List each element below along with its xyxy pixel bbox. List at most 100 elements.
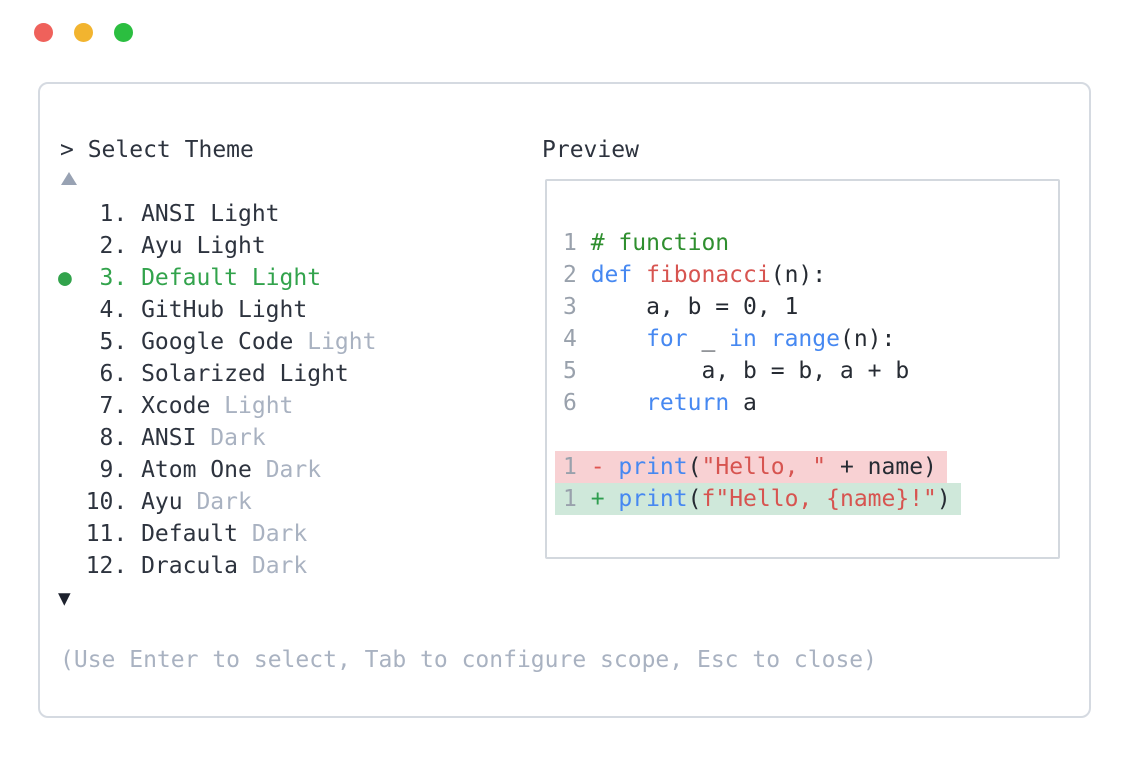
code-token: print xyxy=(618,486,688,512)
theme-list-item[interactable]: 2. Ayu Light xyxy=(58,230,376,262)
code-line-content: 1# function xyxy=(563,227,729,259)
window-zoom-button[interactable] xyxy=(114,23,133,42)
code-token: a, b = b, a + b xyxy=(590,358,910,384)
code-token: a xyxy=(729,390,757,416)
theme-item-variant: Dark xyxy=(265,457,322,483)
theme-list-item[interactable]: 8. ANSI Dark xyxy=(58,422,376,454)
code-token: (n): xyxy=(839,326,896,352)
theme-list-item[interactable]: ● 3. Default Light xyxy=(58,262,376,294)
theme-item-number: 5. xyxy=(99,329,128,355)
code-token: _ xyxy=(687,326,730,352)
theme-list-item[interactable]: 11. Default Dark xyxy=(58,518,376,550)
theme-list-item[interactable]: 5. Google Code Light xyxy=(58,326,377,358)
line-number: 3 xyxy=(563,294,577,320)
theme-item-number: 10. xyxy=(85,489,128,515)
code-token: a, b = 0, 1 xyxy=(590,294,799,320)
theme-item-number: 11. xyxy=(85,521,128,547)
theme-list-item[interactable]: 4. GitHub Light xyxy=(58,294,376,326)
select-theme-prompt: > Select Theme xyxy=(60,137,254,163)
code-token: - xyxy=(590,454,619,480)
line-number: 5 xyxy=(563,358,577,384)
theme-item-variant: Light xyxy=(307,329,377,355)
theme-list-item[interactable]: 1.ANSI Light xyxy=(58,198,376,230)
theme-list-item[interactable]: 10. Ayu Dark xyxy=(58,486,376,518)
code-token: ( xyxy=(687,454,702,480)
window-close-button[interactable] xyxy=(34,23,53,42)
code-token: range xyxy=(770,326,840,352)
theme-item-number: 8. xyxy=(99,425,128,451)
code-token xyxy=(632,262,646,288)
code-token: f"Hello, {name}!" xyxy=(701,486,937,512)
code-line-content: 3 a, b = 0, 1 xyxy=(563,291,798,323)
code-token: in xyxy=(729,326,757,352)
theme-item-name: Ayu Light xyxy=(141,233,266,259)
code-line-content: 1- print("Hello, " + name) xyxy=(555,451,947,483)
theme-item-name: Ayu xyxy=(141,489,183,515)
code-token xyxy=(757,326,771,352)
code-token: (n): xyxy=(770,262,827,288)
theme-item-name: Default xyxy=(141,521,238,547)
line-number: 4 xyxy=(563,326,577,352)
theme-selector-panel: > Select Theme 1.ANSI Light 2. Ayu Light ● 3… xyxy=(38,82,1091,718)
theme-item-variant: Dark xyxy=(196,489,252,515)
code-line: 1# function xyxy=(563,227,1058,259)
theme-item-name: ANSI Light xyxy=(141,201,280,227)
theme-list-item[interactable]: 9. Atom One Dark xyxy=(58,454,376,486)
code-line: 4 for _ in range(n): xyxy=(563,323,1058,355)
theme-item-name: Google Code xyxy=(141,329,294,355)
code-token: + name) xyxy=(826,454,937,480)
line-number: 1 xyxy=(563,454,577,480)
window-minimize-button[interactable] xyxy=(74,23,93,42)
code-token: + xyxy=(590,486,619,512)
code-token xyxy=(591,390,646,416)
theme-item-name: ANSI xyxy=(141,425,197,451)
code-line: 2 def fibonacci(n): xyxy=(563,259,1058,291)
code-line-content: 5 a, b = b, a + b xyxy=(563,355,909,387)
preview-label: Preview xyxy=(542,137,639,163)
theme-item-number: 7. xyxy=(99,393,128,419)
theme-item-name: GitHub Light xyxy=(141,297,308,323)
theme-item-variant: Dark xyxy=(210,425,266,451)
theme-item-name: Xcode xyxy=(141,393,211,419)
theme-item-name: Atom One xyxy=(141,457,252,483)
theme-item-number: 2. xyxy=(99,233,128,259)
code-token: fibonacci xyxy=(646,262,771,288)
theme-list: 1.ANSI Light 2. Ayu Light ● 3. Default Light 4… xyxy=(58,198,376,582)
theme-item-number: 12. xyxy=(85,553,128,579)
code-line-content: 6 return a xyxy=(563,387,757,419)
line-number: 6 xyxy=(563,390,577,416)
theme-item-variant: Dark xyxy=(251,521,308,547)
line-number: 1 xyxy=(563,486,577,512)
code-line: 5 a, b = b, a + b xyxy=(563,355,1058,387)
code-line: 6 return a xyxy=(563,387,1058,419)
theme-item-name: Solarized Light xyxy=(141,361,349,387)
keyboard-hint-text: (Use Enter to select, Tab to configure s… xyxy=(60,647,877,673)
selected-bullet-icon: ● xyxy=(58,265,72,291)
code-line: 3 a, b = 0, 1 xyxy=(563,291,1058,323)
theme-item-name: Default Light xyxy=(141,265,322,291)
code-line-content: 4 for _ in range(n): xyxy=(563,323,895,355)
line-number: 2 xyxy=(563,262,577,288)
theme-item-number: 4. xyxy=(99,297,128,323)
code-token: ) xyxy=(936,486,951,512)
theme-item-number: 6. xyxy=(99,361,128,387)
theme-item-number: 3. xyxy=(99,265,128,291)
code-token xyxy=(591,326,646,352)
code-token: "Hello, " xyxy=(701,454,827,480)
code-token: def xyxy=(590,262,633,288)
theme-item-number: 9. xyxy=(99,457,128,483)
scroll-up-icon[interactable] xyxy=(61,172,77,185)
code-line xyxy=(563,419,1058,451)
diff-removed-line: 1- print("Hello, " + name) xyxy=(555,451,1058,483)
code-token: return xyxy=(646,390,730,416)
code-token: ( xyxy=(687,486,702,512)
scroll-down-icon[interactable]: ▼ xyxy=(58,586,71,610)
code-line-content: 1 + print(f"Hello, {name}!") xyxy=(555,483,961,515)
diff-added-line: 1 + print(f"Hello, {name}!") xyxy=(555,483,1058,515)
theme-list-item[interactable]: 6. Solarized Light xyxy=(58,358,376,390)
